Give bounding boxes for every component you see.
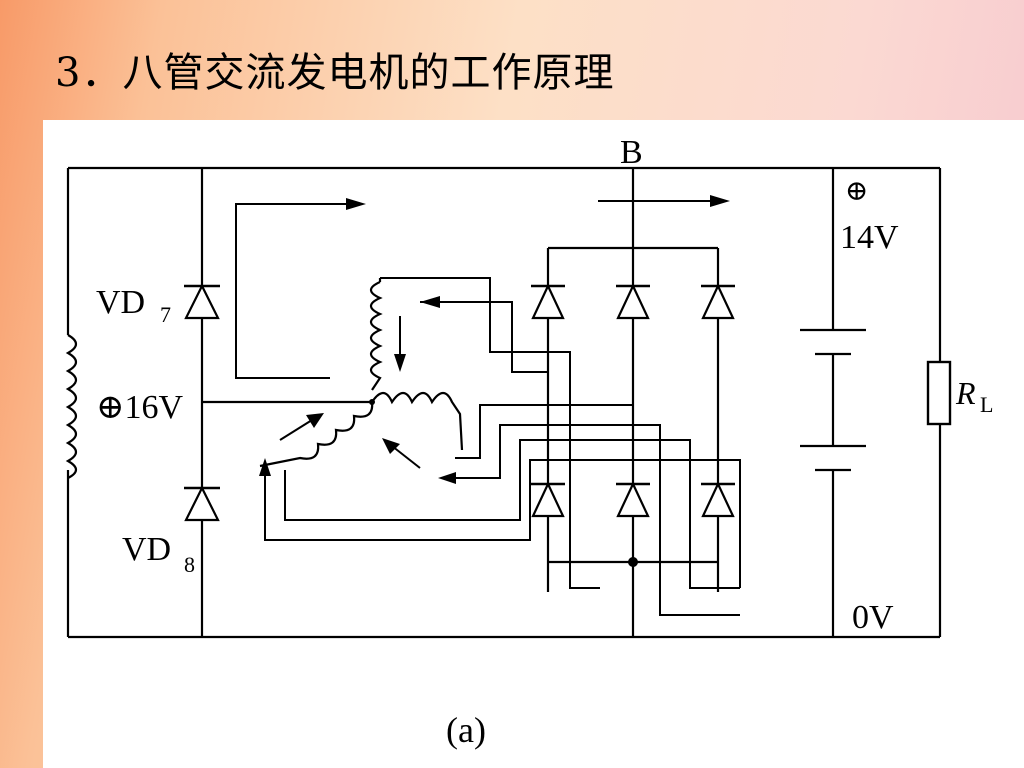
diode-vd8: [184, 485, 220, 522]
current-path-lines: [235, 203, 741, 616]
rectifier-diodes-lower: [531, 481, 735, 518]
slide-title: 3．八管交流发电机的工作原理: [55, 50, 615, 96]
battery-voltage-label: 14V: [840, 219, 899, 256]
circuit-figure-panel: [43, 120, 1024, 768]
exciter-voltage-label: ⊕16V: [96, 389, 183, 426]
field-coil: [65, 334, 78, 479]
vd8-label: VD: [122, 531, 171, 568]
rectifier-diodes-upper: [531, 283, 735, 320]
stator-windings: [259, 278, 464, 468]
battery-symbol: [800, 168, 866, 637]
current-direction-arrows: [259, 195, 730, 484]
outer-frame-wires: [66, 166, 942, 639]
figure-caption: (a): [446, 710, 486, 750]
rectifier-bridge-wires: [546, 168, 720, 637]
diode-vd7: [184, 283, 220, 320]
node-b-label: B: [620, 134, 643, 171]
vd8-subscript: 8: [184, 552, 195, 577]
vd7-subscript: 7: [160, 302, 171, 327]
exciter-rail: [200, 168, 372, 637]
battery-plus-label: ⊕: [845, 176, 868, 207]
load-resistor-label: R: [955, 375, 976, 411]
ground-voltage-label: 0V: [852, 599, 894, 636]
load-resistor-subscript: L: [980, 392, 993, 417]
load-resistor: [926, 360, 952, 426]
vd7-label: VD: [96, 284, 145, 321]
